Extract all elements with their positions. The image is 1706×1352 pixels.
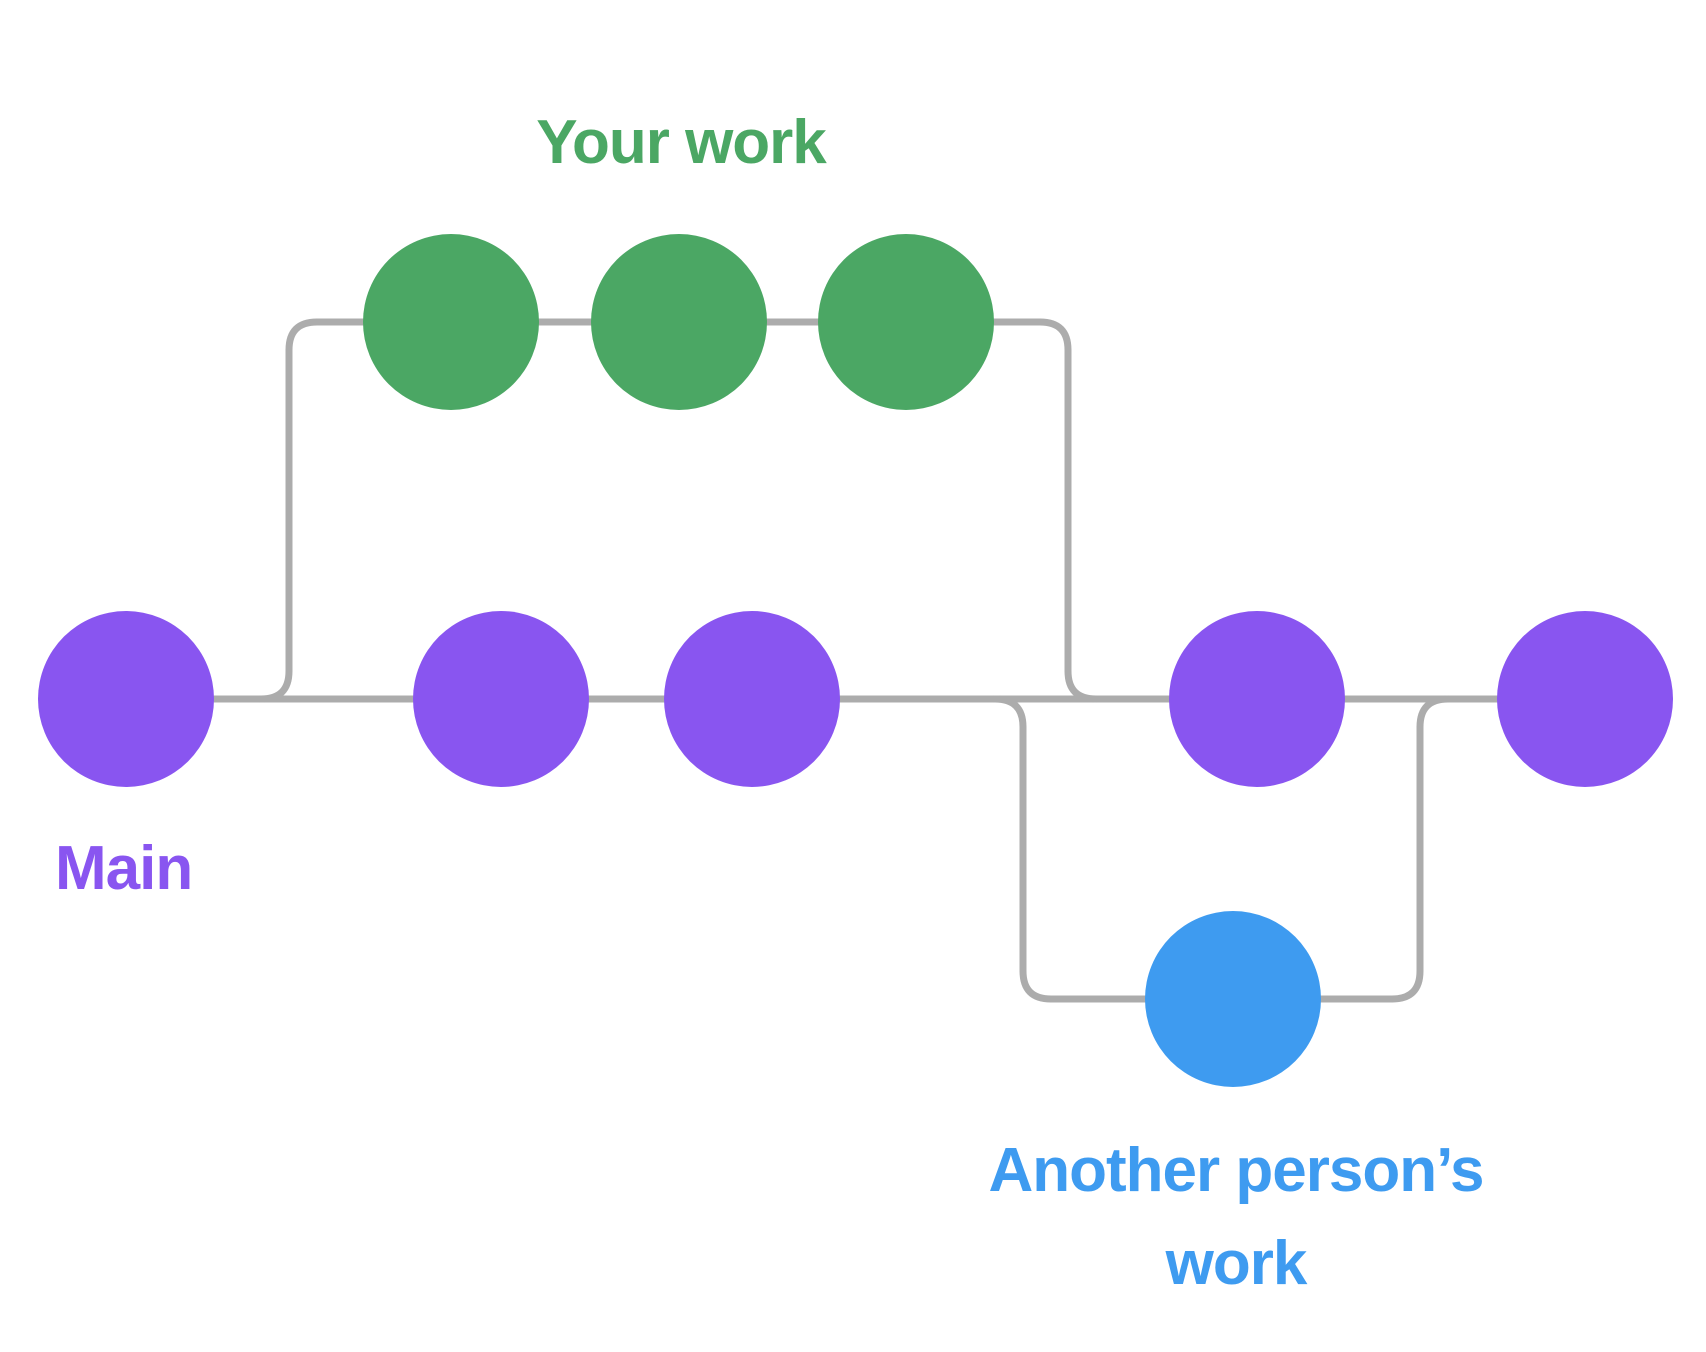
main-commit-5 xyxy=(1497,611,1673,787)
fork-to-another-person-line xyxy=(991,695,1149,1003)
another-person-label-line-1: Another person’s xyxy=(988,1136,1485,1205)
main-label: Main xyxy=(55,834,193,903)
main-commit-1 xyxy=(38,611,214,787)
merge-from-another-person-line xyxy=(1317,695,1452,1003)
your-work-label: Your work xyxy=(536,108,827,177)
main-commit-4 xyxy=(1169,611,1345,787)
your-work-commit-3 xyxy=(818,234,994,410)
your-work-commit-2 xyxy=(591,234,767,410)
main-commit-2 xyxy=(413,611,589,787)
your-work-commit-1 xyxy=(363,234,539,410)
fork-to-your-work-line xyxy=(257,318,367,703)
another-person-label: Another person’s work xyxy=(988,1124,1485,1310)
another-person-commit-1 xyxy=(1145,911,1321,1087)
another-person-commits xyxy=(1145,911,1321,1087)
another-person-label-line-2: work xyxy=(1165,1229,1308,1298)
main-commits xyxy=(38,611,1673,787)
your-work-commits xyxy=(363,234,994,410)
main-commit-3 xyxy=(664,611,840,787)
merge-from-your-work-line xyxy=(990,318,1100,703)
